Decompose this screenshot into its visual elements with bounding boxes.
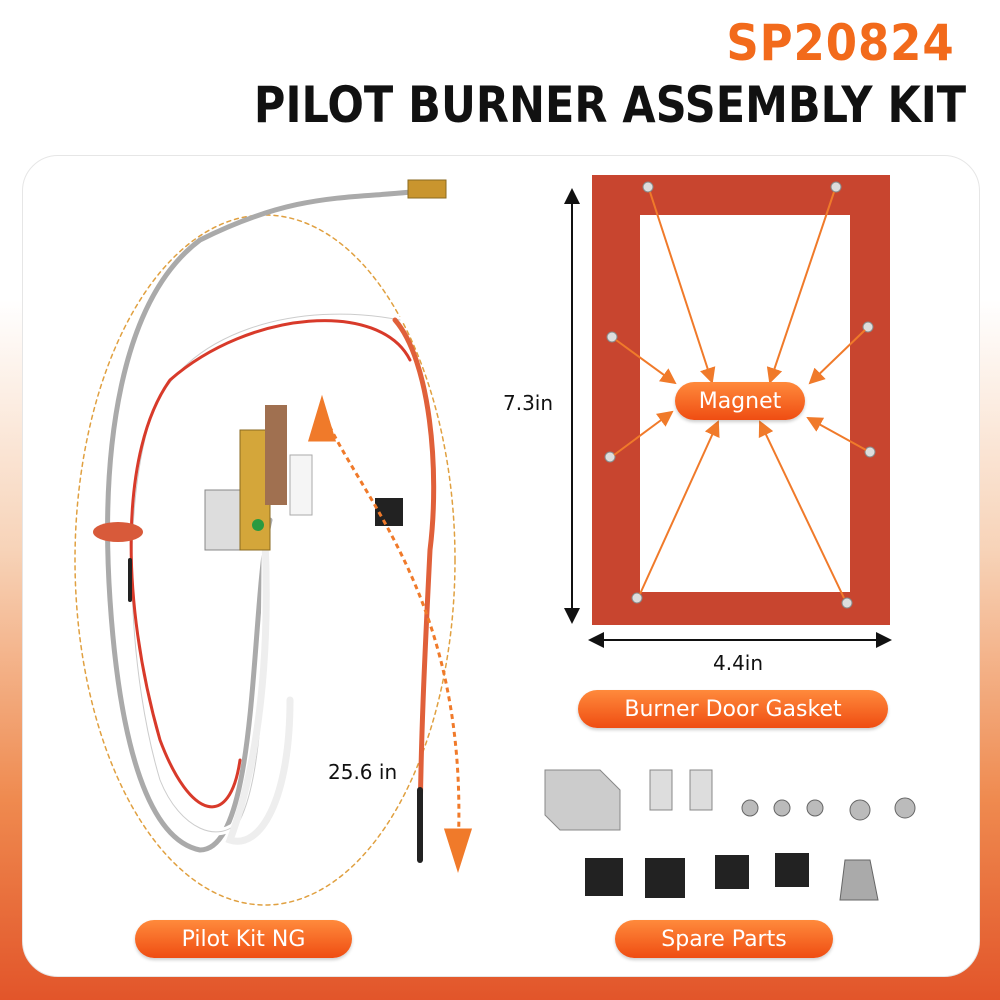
burner-door-gasket — [592, 175, 890, 625]
spare-parts-label: Spare Parts — [615, 920, 833, 958]
gasket-label: Burner Door Gasket — [578, 690, 888, 728]
pilot-kit — [74, 179, 456, 906]
length-arrow — [307, 394, 473, 873]
height-dimension: 7.3in — [503, 391, 554, 415]
product-title: PILOT BURNER ASSEMBLY KIT — [253, 76, 966, 134]
pilot-kit-label: Pilot Kit NG — [135, 920, 352, 958]
spare-parts — [544, 769, 916, 901]
width-dimension: 4.4in — [713, 651, 764, 675]
length-dimension: 25.6 in — [328, 760, 398, 784]
magnet-label: Magnet — [675, 382, 805, 420]
dimension-arrows — [564, 188, 892, 648]
product-code: SP20824 — [726, 14, 955, 72]
